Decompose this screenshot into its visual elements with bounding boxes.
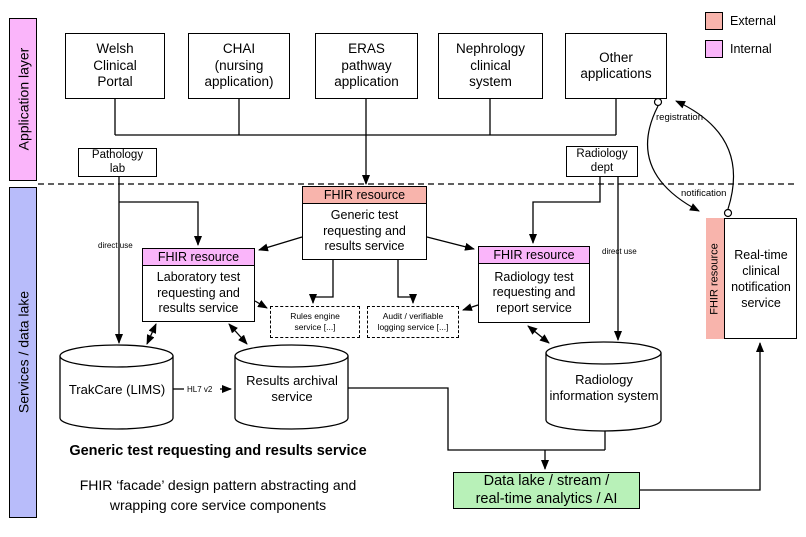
- realtime-notification-label: Real-time clinical notification service: [731, 247, 791, 310]
- direct-use-right-label: direct use: [602, 247, 637, 256]
- app-nephrology-clinical-system: Nephrology clinical system: [438, 33, 543, 99]
- hl7-v2-label: HL7 v2: [187, 385, 213, 394]
- application-bus-lines: [114, 99, 617, 185]
- application-layer-label: Application layer: [15, 47, 32, 151]
- application-layer-strip: [9, 18, 37, 181]
- radiology-service-fhir-header: FHIR resource: [479, 247, 589, 264]
- laboratory-service-fhir-header: FHIR resource: [143, 249, 254, 266]
- radiology-dept-routes: [529, 177, 622, 341]
- data-lake-feeds: [348, 342, 764, 491]
- generic-service-arrows: [254, 236, 479, 311]
- legend-internal-swatch: [705, 40, 723, 58]
- app-other-applications: Other applications: [565, 33, 667, 99]
- radiology-dept-box: Radiology dept: [566, 146, 638, 177]
- generic-service-label: Generic test requesting and results serv…: [323, 208, 406, 254]
- radiology-service-box: FHIR resource Radiology test requesting …: [478, 246, 590, 323]
- services-layer-strip: [9, 187, 37, 518]
- data-lake-box: Data lake / stream / real-time analytics…: [453, 472, 640, 509]
- laboratory-service-label: Laboratory test requesting and results s…: [156, 270, 241, 316]
- legend-internal-label: Internal: [730, 42, 772, 56]
- registration-arrow: [646, 105, 700, 212]
- registration-port-circle: [653, 97, 663, 107]
- app-eras-pathway: ERAS pathway application: [315, 33, 418, 99]
- direct-use-left-label: direct use: [98, 241, 133, 250]
- realtime-fhir-strip-label: FHIR resource: [708, 243, 721, 315]
- notification-arrow: [675, 100, 735, 210]
- legend-external-swatch: [705, 12, 723, 30]
- services-layer-label: Services / data lake: [15, 290, 32, 414]
- notification-label: notification: [681, 188, 727, 199]
- generic-service-box: FHIR resource Generic test requesting an…: [302, 186, 427, 260]
- pathology-routes: [115, 177, 202, 344]
- pathology-lab-box: Pathology lab: [78, 148, 157, 177]
- realtime-fhir-strip: [706, 218, 725, 339]
- radiology-information-system-cylinder: [545, 341, 662, 432]
- radiology-service-label: Radiology test requesting and report ser…: [492, 269, 576, 315]
- audit-logging-service-box: Audit / verifiable logging service [...]: [367, 306, 459, 338]
- registration-label: registration: [656, 112, 703, 123]
- notification-port-circle: [723, 208, 733, 218]
- diagram-title: Generic test requesting and results serv…: [69, 443, 367, 459]
- diagram-caption: FHIR ‘facade’ design pattern abstracting…: [79, 477, 357, 513]
- results-archival-cylinder: [234, 344, 349, 430]
- laboratory-service-box: FHIR resource Laboratory test requesting…: [142, 248, 255, 322]
- datastore-double-arrows: [146, 323, 550, 345]
- app-welsh-clinical-portal: Welsh Clinical Portal: [65, 33, 165, 99]
- trakcare-label: TrakCare (LIMS): [68, 382, 166, 397]
- rules-engine-service-box: Rules engine service [...]: [270, 306, 360, 338]
- app-chai-nursing: CHAI (nursing application): [188, 33, 290, 99]
- generic-service-fhir-header: FHIR resource: [303, 187, 426, 204]
- results-archival-label: Results archival service: [246, 373, 338, 404]
- radiology-information-system-label: Radiology information system: [549, 372, 659, 403]
- trakcare-cylinder: [59, 344, 174, 430]
- legend-external-label: External: [730, 14, 776, 28]
